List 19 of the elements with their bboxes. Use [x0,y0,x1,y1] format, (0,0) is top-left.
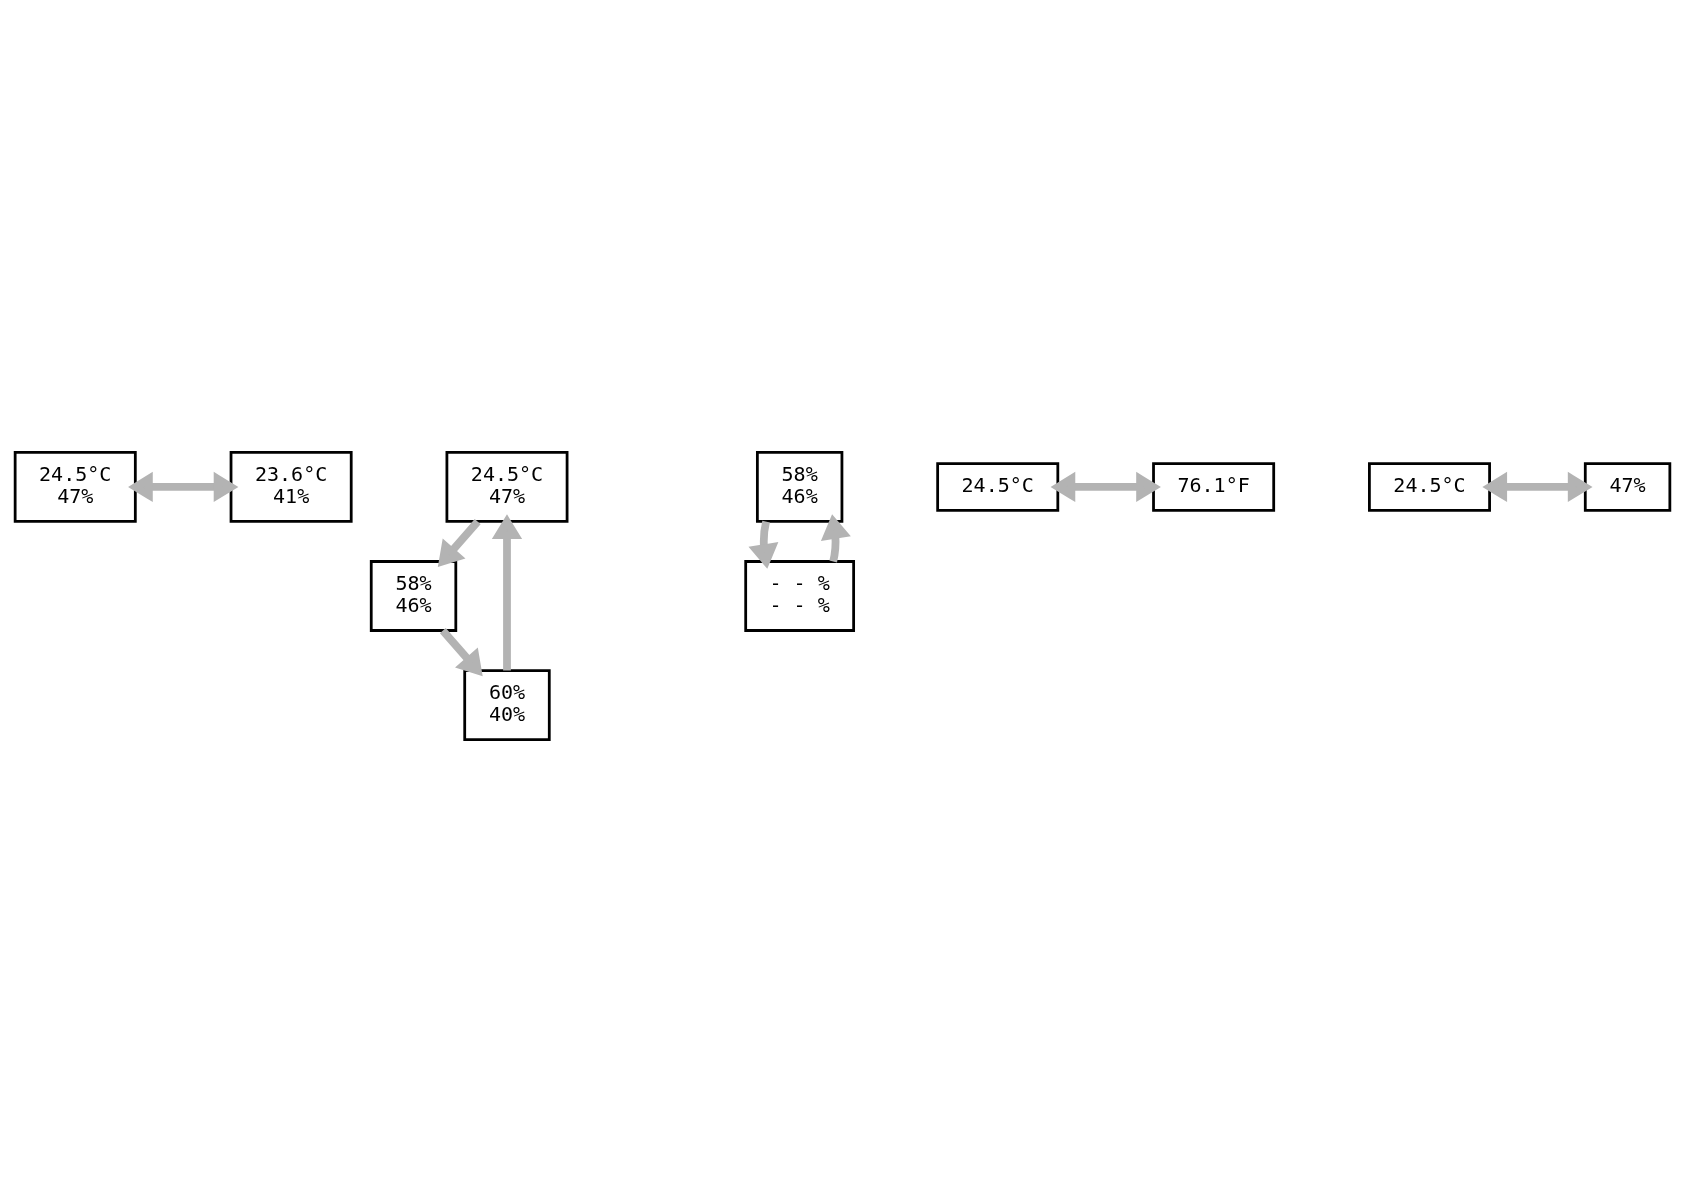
node-box: 58% 46% [756,450,844,523]
node-box: 76.1°F [1152,461,1276,512]
node-box: 23.6°C 41% [229,450,353,523]
node-box: 24.5°C 47% [445,450,569,523]
arrow [437,518,481,567]
arrow [820,513,851,562]
arrow [491,513,523,670]
node-box: 24.5°C [936,461,1060,512]
node-box: 58% 46% [369,559,458,632]
node-box: 24.5°C 47% [13,450,137,523]
arrow [1050,471,1161,502]
arrow [439,627,483,676]
node-box: 24.5°C [1368,461,1491,512]
arrow [748,520,779,569]
node-box: - - % - - % [744,559,855,632]
arrow [128,471,239,502]
node-box: 47% [1583,461,1672,512]
arrow [1482,471,1593,502]
node-box: 60% 40% [463,668,551,741]
